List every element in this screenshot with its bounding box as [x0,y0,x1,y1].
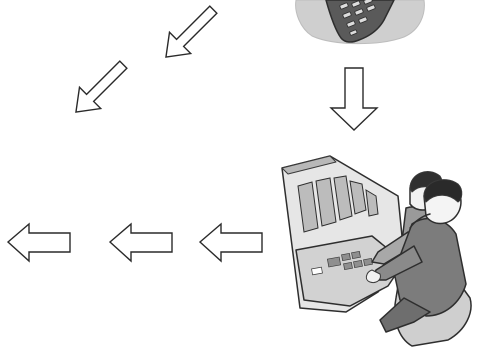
left-arrow-2 [108,222,173,263]
diagonal-arrow-icon [75,60,128,113]
left-arrow-3 [198,222,263,263]
left-arrow-1 [6,222,71,263]
remote-control-illustration [295,0,425,45]
console-screens [297,175,379,233]
left-arrow-icon [108,222,173,263]
operator-front-hair [423,179,463,203]
left-arrow-icon [198,222,263,263]
console-keys [311,250,373,276]
operator-front-hand [365,269,381,283]
operator-front [365,179,472,347]
diagonal-arrow-upper [165,5,218,58]
down-arrow-icon [329,67,379,131]
operator-headset [409,213,431,229]
console-rim [281,155,337,175]
left-arrow-icon [6,222,71,263]
down-arrow [329,67,379,131]
diagonal-arrow-lower [75,60,128,113]
operator-legs [379,297,431,333]
control-room-operators-illustration [281,155,472,347]
diagonal-arrow-icon [165,5,218,58]
remote-buttons [339,0,376,36]
